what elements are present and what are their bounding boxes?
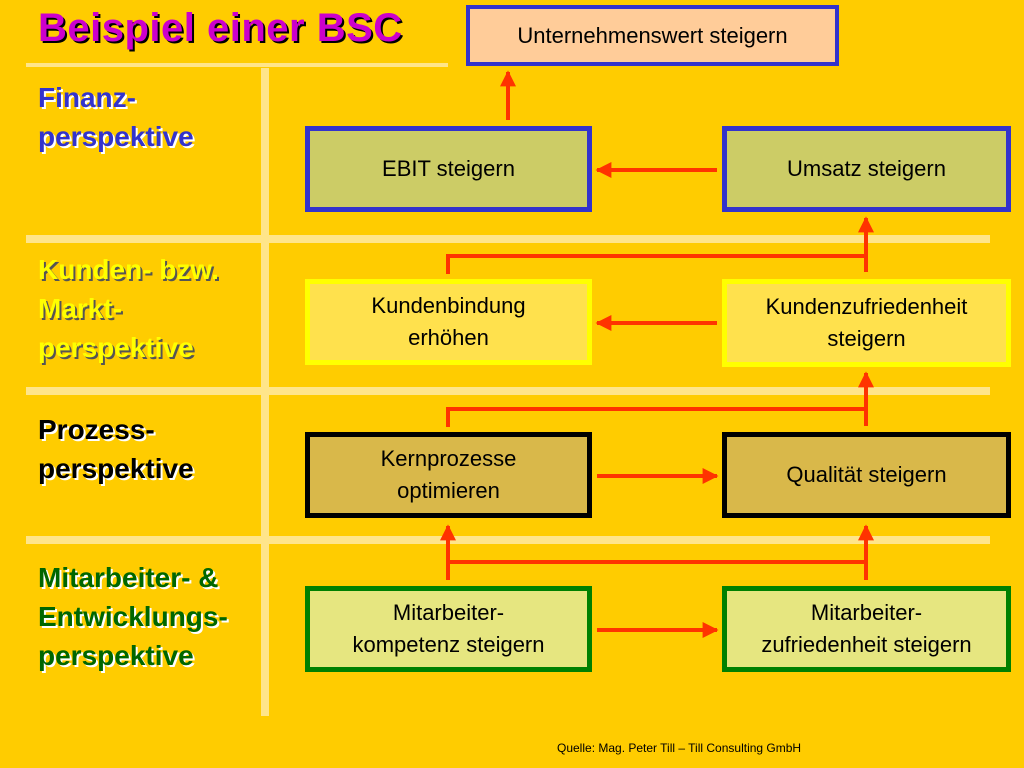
goal-ebit: EBIT steigern — [305, 126, 592, 212]
perspective-kunden-line-2: Markt- — [38, 293, 123, 324]
slide-title: Beispiel einer BSC — [38, 6, 403, 50]
connector-mitarbeiter — [446, 560, 868, 580]
perspective-prozess: Prozess- perspektive — [38, 410, 194, 488]
perspective-mitarbeiter-line-1: Mitarbeiter- & — [38, 562, 219, 593]
goal-kundenzufriedenheit-line-2: steigern — [827, 326, 906, 351]
divider-prozess-mitarbeiter — [26, 536, 990, 544]
goal-kundenzufriedenheit: Kundenzufriedenheit steigern — [722, 279, 1011, 367]
goal-unternehmenswert: Unternehmenswert steigern — [466, 5, 839, 66]
source-credit: Quelle: Mag. Peter Till – Till Consultin… — [557, 741, 802, 755]
divider-finanz-kunden — [26, 235, 990, 243]
goal-qualitaet: Qualität steigern — [722, 432, 1011, 518]
perspective-prozess-line-2: perspektive — [38, 453, 194, 484]
goal-mitarbeiterzufriedenheit-line-2: zufriedenheit steigern — [761, 632, 972, 657]
goal-mitarbeiterkompetenz-line-2: kompetenz steigern — [352, 632, 545, 657]
goal-qualitaet-label: Qualität steigern — [786, 462, 947, 487]
connector-kundenbindung — [446, 254, 866, 274]
perspective-prozess-line-1: Prozess- — [38, 414, 155, 445]
title-underline — [26, 63, 448, 67]
connector-kernprozesse — [446, 407, 866, 427]
goal-mitarbeiterzufriedenheit-line-1: Mitarbeiter- — [810, 600, 923, 625]
goal-mitarbeiterkompetenz-line-1: Mitarbeiter- — [392, 600, 505, 625]
perspective-kunden: Kunden- bzw. Markt- perspektive — [38, 250, 219, 367]
perspective-kunden-line-1: Kunden- bzw. — [38, 254, 219, 285]
perspective-mitarbeiter-line-2: Entwicklungs- — [38, 601, 228, 632]
goal-umsatz: Umsatz steigern — [722, 126, 1011, 212]
perspective-mitarbeiter-line-3: perspektive — [38, 640, 194, 671]
perspective-finanz: Finanz- perspektive — [38, 78, 194, 156]
perspective-kunden-line-3: perspektive — [38, 332, 194, 363]
goal-kernprozesse-line-1: Kernprozesse — [380, 446, 517, 471]
perspective-finanz-line-2: perspektive — [38, 121, 194, 152]
goal-kundenzufriedenheit-line-1: Kundenzufriedenheit — [765, 294, 968, 319]
goal-ebit-label: EBIT steigern — [382, 156, 515, 181]
goal-unternehmenswert-label: Unternehmenswert steigern — [517, 22, 788, 48]
goal-umsatz-label: Umsatz steigern — [787, 156, 946, 181]
goal-kundenbindung-line-2: erhöhen — [408, 325, 489, 350]
goal-kernprozesse: Kernprozesse optimieren — [305, 432, 592, 518]
perspective-mitarbeiter: Mitarbeiter- & Entwicklungs- perspektive — [38, 558, 228, 675]
perspective-finanz-line-1: Finanz- — [38, 82, 136, 113]
goal-mitarbeiterzufriedenheit: Mitarbeiter- zufriedenheit steigern — [722, 586, 1011, 672]
goal-kundenbindung-line-1: Kundenbindung — [371, 293, 526, 318]
goal-kundenbindung: Kundenbindung erhöhen — [305, 279, 592, 365]
divider-kunden-prozess — [26, 387, 990, 395]
goal-mitarbeiterkompetenz: Mitarbeiter- kompetenz steigern — [305, 586, 592, 672]
goal-kernprozesse-line-2: optimieren — [397, 478, 500, 503]
